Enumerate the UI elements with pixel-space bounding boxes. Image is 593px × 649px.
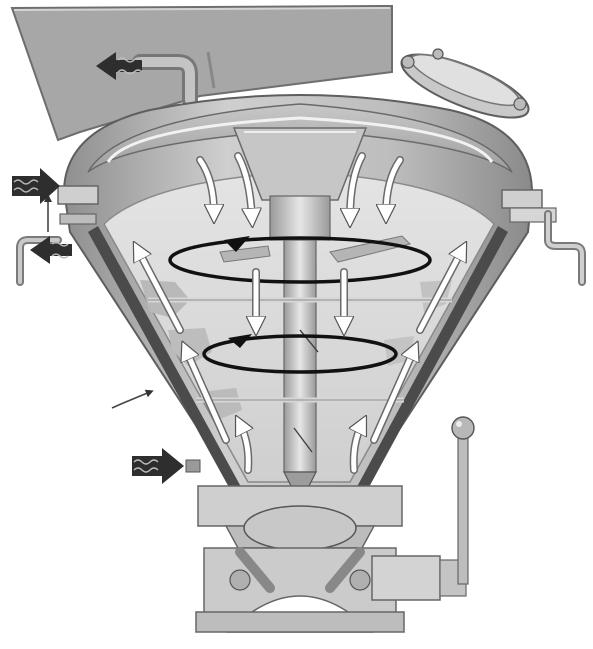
sample-probe	[111, 389, 154, 409]
inner-funnel	[232, 127, 368, 201]
hot-medium-arrow-icon	[12, 52, 201, 484]
wall-flow-arrows	[138, 250, 462, 444]
rotation-arrow-icon	[168, 236, 432, 374]
flow-arrow-icon	[196, 152, 404, 474]
jacket-inlet-arrow-icon	[12, 168, 60, 204]
discharge-valve	[195, 485, 467, 633]
valve-handle	[451, 416, 475, 585]
exhaust-pipe	[132, 51, 216, 108]
lid-flange-left	[57, 185, 99, 225]
manhole-cover	[400, 48, 530, 119]
lower-jacket-inlet-arrow-icon	[132, 448, 201, 484]
handle-knob-icon	[451, 416, 475, 440]
exhaust-arrow-icon	[96, 52, 143, 80]
jacket-outlet-pipe-right	[544, 210, 586, 286]
exhaust-hood	[10, 4, 393, 142]
jacket-inlet-pipe-left	[16, 194, 62, 286]
jacket-return-arrow-icon	[30, 236, 72, 264]
heating-jacket	[88, 226, 508, 500]
